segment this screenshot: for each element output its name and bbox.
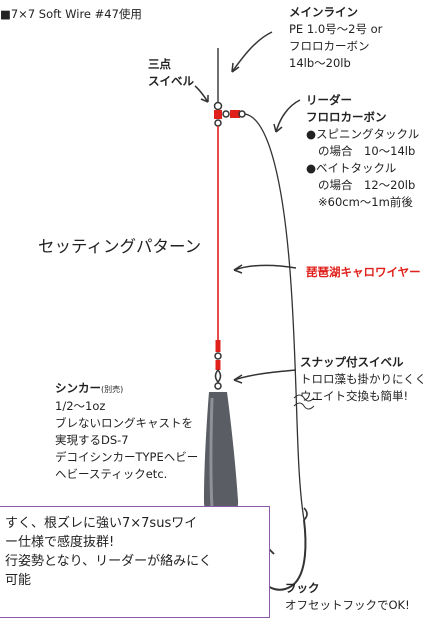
leader-spec: の場合 10〜14lb xyxy=(318,144,416,158)
feature-note-line: 可能 xyxy=(5,573,32,588)
hook-title: フック xyxy=(285,581,320,595)
sinker-title: シンカー xyxy=(55,381,101,395)
main-line-spec: 14lb〜20lb xyxy=(289,56,351,70)
leader-line xyxy=(244,113,305,521)
main-line-title: メインライン xyxy=(289,5,358,19)
arrow-snap xyxy=(233,369,297,381)
snap-swivel xyxy=(214,340,222,390)
main-line-label: メインライン PE 1.0号〜2号 or フロロカーボン 14lb〜20lb xyxy=(289,4,382,72)
arrow-main-line xyxy=(231,31,273,73)
hook-eye xyxy=(303,507,308,521)
arrow-swivel xyxy=(194,85,209,103)
arrow-wire xyxy=(233,264,297,271)
main-line-spec: PE 1.0号〜2号 or xyxy=(289,22,383,36)
wire-label: 琵琶湖キャロワイヤー xyxy=(306,265,421,279)
setting-pattern-heading: セッティングパターン xyxy=(38,237,202,256)
leader-spec: ●ベイトタックル xyxy=(306,161,397,175)
sinker-label: シンカー(別売) 1/2〜1oz ブレないロングキャストを 実現するDS-7 デ… xyxy=(55,380,198,483)
feature-note-line: ー仕様で感度抜群! xyxy=(5,535,115,550)
swivel-title: 三点 xyxy=(148,57,171,71)
snap-swivel-desc: トロロ藻も掛かりにくく xyxy=(300,372,427,386)
hook-desc: オフセットフックでOK! xyxy=(285,598,410,612)
three-way-swivel xyxy=(213,101,246,127)
line-break-mark xyxy=(293,394,315,410)
leader-spec: ●スピニングタックル xyxy=(306,127,420,141)
snap-swivel-label: スナップ付スイベル トロロ藻も掛かりにくく ウエイト交換も簡単! xyxy=(300,354,426,405)
sinker-desc: ブレないロングキャストを xyxy=(55,416,193,430)
sinker-desc: 1/2〜1oz xyxy=(55,399,106,413)
feature-note-box: すく、根ズレに強い7×7susワイ ー仕様で感度抜群! 行姿勢となり、リーダーが… xyxy=(0,506,270,618)
snap-swivel-desc: ウエイト交換も簡単! xyxy=(300,389,409,403)
swivel-label: 三点 スイベル xyxy=(148,56,194,90)
main-line-spec: フロロカーボン xyxy=(289,39,370,53)
sinker-desc: デコイシンカーTYPEヘビー xyxy=(55,450,199,464)
arrow-leader xyxy=(275,99,301,133)
leader-label: リーダー フロロカーボン ●スピニングタックル の場合 10〜14lb ●ベイト… xyxy=(306,92,419,211)
sinker-title-note: (別売) xyxy=(101,385,124,394)
leader-spec: の場合 12〜20lb xyxy=(318,178,416,192)
leader-spec: ※60cm〜1m前後 xyxy=(318,195,413,209)
sinker-desc: 実現するDS-7 xyxy=(55,433,129,447)
wire-spec-note: ■7×7 Soft Wire #47使用 xyxy=(0,7,142,21)
leader-title: フロロカーボン xyxy=(306,110,387,124)
feature-note-line: 行姿勢となり、リーダーが絡みにく xyxy=(5,554,212,569)
swivel-title: スイベル xyxy=(148,74,194,88)
sinker-desc: ヘビースティックetc. xyxy=(55,467,168,481)
snap-swivel-title: スナップ付スイベル xyxy=(300,355,404,369)
hook-label: フック オフセットフックでOK! xyxy=(285,580,410,614)
leader-title: リーダー xyxy=(306,93,352,107)
sinker xyxy=(204,392,239,518)
feature-note-line: すく、根ズレに強い7×7susワイ xyxy=(5,516,198,531)
